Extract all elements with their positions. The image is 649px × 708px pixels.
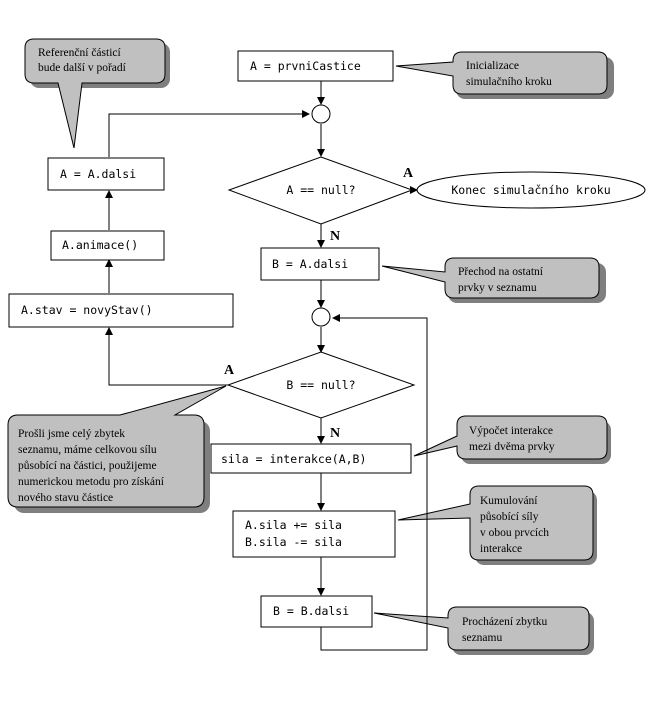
note-interaction-line: Výpočet interakce: [469, 425, 553, 437]
note-cumulate-line: interakce: [480, 543, 522, 555]
note-move-on-line: prvky v seznamu: [458, 282, 537, 294]
note-whole-list-line: seznamu, máme celkovou sílu: [18, 444, 157, 456]
decision-b-null-label: B == null?: [286, 378, 355, 392]
force-node: sila = interakce(A,B): [210, 443, 412, 474]
accumulate-node: A.sila += sila B.sila -= sila: [232, 510, 396, 558]
start-node: A = prvniCastice: [237, 50, 394, 82]
next-b-node-label: B = B.dalsi: [273, 604, 349, 618]
note-init-line: simulačního kroku: [466, 76, 552, 88]
note-move-on: Přechod na ostatní prvky v seznamu: [381, 257, 606, 303]
set-b-node-label: B = A.dalsi: [272, 257, 348, 271]
note-rest: Procházení zbytku seznamu: [373, 606, 594, 655]
note-cumulate-line: v obou prvcích: [480, 527, 549, 539]
end-node-label: Konec simulačního kroku: [451, 183, 610, 197]
state-node: A.stav = novyStav(): [8, 293, 234, 328]
note-move-on-line: Přechod na ostatní: [458, 266, 544, 278]
note-init: Inicializace simulačního kroku: [395, 51, 614, 99]
accumulate-node-line: A.sila += sila: [245, 518, 342, 532]
branch-yes-label: A: [403, 166, 414, 181]
set-b-node: B = A.dalsi: [260, 247, 380, 281]
note-cumulate: Kumulování působící síly v obou prvcích …: [397, 485, 597, 565]
note-interaction-line: mezi dvěma prvky: [469, 441, 555, 453]
end-node: Konec simulačního kroku: [416, 171, 646, 209]
accumulate-node-line: B.sila -= sila: [245, 535, 342, 549]
next-a-node: A = A.dalsi: [47, 157, 165, 191]
junction-inner: [311, 307, 331, 327]
next-a-node-label: A = A.dalsi: [60, 167, 136, 181]
note-whole-list-line: numerickou metodu pro získání: [18, 476, 165, 488]
decision-b-null: B == null?: [226, 351, 416, 419]
connectors: [105, 81, 428, 651]
branch-yes-label: A: [224, 363, 235, 378]
next-b-node: B = B.dalsi: [260, 595, 373, 628]
animate-node: A.animace(): [50, 230, 165, 261]
branch-no-label: N: [330, 229, 340, 244]
animate-node-label: A.animace(): [62, 238, 138, 252]
decision-a-null: A == null?: [227, 156, 414, 225]
note-init-line: Inicializace: [466, 60, 519, 72]
state-node-label: A.stav = novyStav(): [21, 303, 153, 317]
note-next-particle-line: Referenční částicí: [38, 47, 121, 59]
junction-outer: [311, 104, 331, 124]
note-whole-list-line: Prošli jsme celý zbytek: [18, 428, 125, 440]
note-next-particle: Referenční částicí bude další v pořadí: [24, 38, 170, 149]
note-interaction: Výpočet interakce mezi dvěma prvky: [413, 415, 611, 464]
note-whole-list-line: působící na částici, použijeme: [18, 459, 157, 472]
note-cumulate-line: působící síly: [480, 510, 539, 523]
branch-no-label: N: [330, 426, 340, 441]
start-node-label: A = prvniCastice: [250, 59, 361, 73]
note-rest-line: Procházení zbytku: [462, 616, 548, 628]
note-cumulate-line: Kumulování: [480, 495, 538, 507]
note-whole-list-line: nového stavu částice: [18, 492, 113, 504]
note-rest-line: seznamu: [462, 632, 502, 644]
force-node-label: sila = interakce(A,B): [221, 452, 366, 466]
note-next-particle-line: bude další v pořadí: [38, 62, 127, 74]
note-whole-list: Prošli jsme celý zbytek seznamu, máme ce…: [7, 385, 227, 513]
decision-a-null-label: A == null?: [286, 183, 355, 197]
